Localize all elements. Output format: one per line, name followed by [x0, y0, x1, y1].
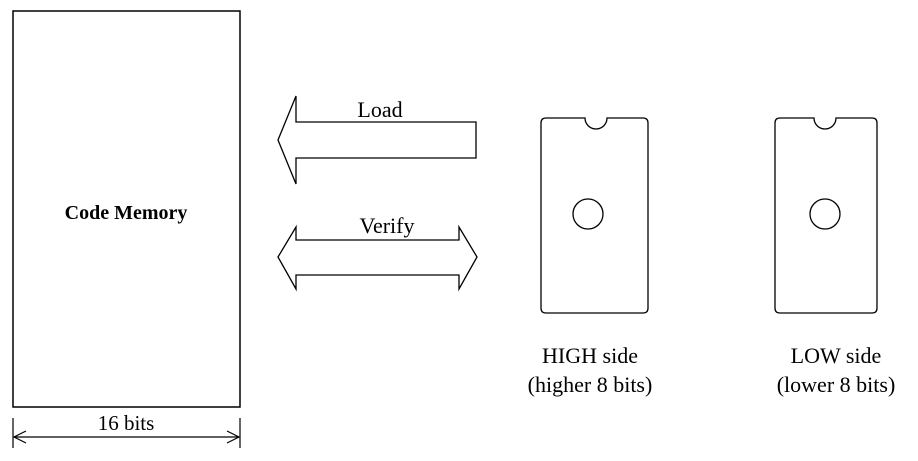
chip-center-dot: [809, 198, 841, 230]
low-side-label: LOW side: [791, 343, 882, 368]
chip-body: [540, 117, 649, 314]
code-memory-block: [12, 10, 241, 408]
load-label: Load: [357, 97, 402, 122]
high-side-detail: (higher 8 bits): [528, 372, 653, 397]
width-label: 16 bits: [98, 411, 155, 435]
high-side-chip: [540, 117, 649, 314]
load-arrow: [277, 95, 477, 185]
dimension-arrowhead-right: [226, 430, 241, 444]
chip-center-dot: [572, 198, 604, 230]
verify-arrow: [277, 224, 478, 292]
high-side-label: HIGH side: [542, 343, 638, 368]
width-dimension: 16 bits: [12, 411, 241, 448]
dimension-arrowhead-left: [12, 430, 27, 444]
low-side-detail: (lower 8 bits): [777, 372, 896, 397]
low-side-chip: [774, 117, 878, 314]
verify-label: Verify: [360, 213, 415, 238]
chip-body: [774, 117, 878, 314]
code-memory-label: Code Memory: [65, 202, 188, 224]
